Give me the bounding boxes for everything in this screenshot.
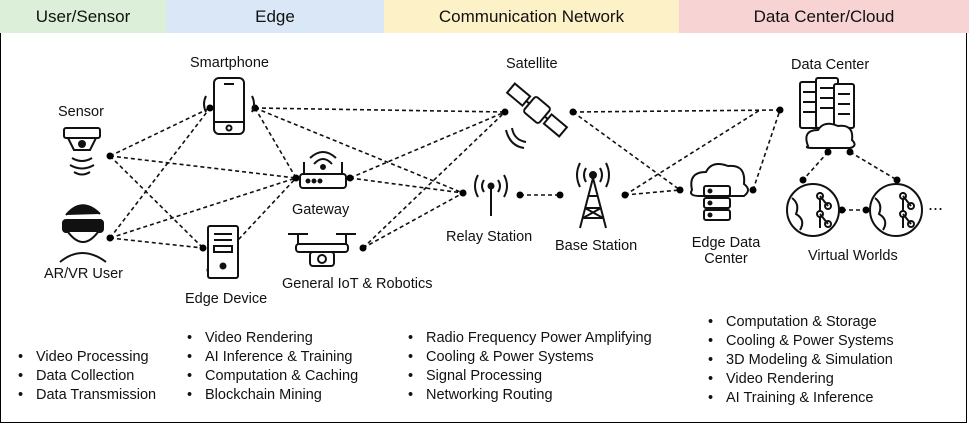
virtual-world-icon-2 xyxy=(869,183,923,237)
task-item: Computation & Caching xyxy=(187,367,358,386)
ellipsis-label: ... xyxy=(928,194,944,214)
relay-station-icon xyxy=(474,174,508,216)
relay-station-label: Relay Station xyxy=(446,229,533,245)
smartphone-label: Smartphone xyxy=(190,55,269,71)
task-item: Signal Processing xyxy=(408,367,652,386)
junction-dots xyxy=(106,104,901,274)
gateway-icon xyxy=(299,151,347,189)
edge-device-icon xyxy=(207,225,239,279)
task-item: Data Transmission xyxy=(18,386,156,405)
satellite-icon xyxy=(505,82,569,149)
task-item: Radio Frequency Power Amplifying xyxy=(408,329,652,348)
task-item: 3D Modeling & Simulation xyxy=(708,351,894,370)
network-task-list: Radio Frequency Power AmplifyingCooling … xyxy=(408,329,652,405)
cloud-task-list: Computation & StorageCooling & Power Sys… xyxy=(708,313,894,408)
task-item: Video Rendering xyxy=(187,329,358,348)
edge-data-center-label-line2: Center xyxy=(704,251,748,267)
header-communication-network: Communication Network xyxy=(384,0,679,33)
sensor-icon xyxy=(63,127,101,176)
task-item: Cooling & Power Systems xyxy=(408,348,652,367)
edge-data-center-label-line1: Edge Data xyxy=(691,235,761,251)
base-station-label: Base Station xyxy=(555,238,638,254)
task-item: AI Training & Inference xyxy=(708,389,894,408)
ar-vr-user-label: AR/VR User xyxy=(44,266,123,282)
task-item: Networking Routing xyxy=(408,386,652,405)
edge-data-center-icon xyxy=(690,163,749,221)
virtual-worlds-label: Virtual Worlds xyxy=(808,248,898,264)
data-center-label: Data Center xyxy=(791,57,870,73)
task-item: Computation & Storage xyxy=(708,313,894,332)
drone-icon xyxy=(288,233,356,267)
task-item: Video Processing xyxy=(18,348,156,367)
task-item: AI Inference & Training xyxy=(187,348,358,367)
gateway-label: Gateway xyxy=(292,202,350,218)
header-data-center-cloud: Data Center/Cloud xyxy=(679,0,969,33)
header-user-sensor: User/Sensor xyxy=(0,0,166,33)
task-item: Cooling & Power Systems xyxy=(708,332,894,351)
task-item: Blockchain Mining xyxy=(187,386,358,405)
edge-data-center-label: Edge Data Center xyxy=(680,235,772,267)
virtual-world-icon xyxy=(786,183,840,237)
ar-vr-user-icon xyxy=(59,204,107,263)
dashed-connections xyxy=(109,107,898,271)
sensor-label: Sensor xyxy=(58,104,104,120)
satellite-label: Satellite xyxy=(506,56,558,72)
task-item: Video Rendering xyxy=(708,370,894,389)
base-station-icon xyxy=(576,162,610,229)
data-center-icon xyxy=(799,77,856,149)
user-sensor-task-list: Video ProcessingData CollectionData Tran… xyxy=(18,348,156,405)
iot-robotics-label: General IoT & Robotics xyxy=(282,276,433,292)
header-edge: Edge xyxy=(166,0,384,33)
edge-device-label: Edge Device xyxy=(185,291,268,307)
smartphone-icon xyxy=(203,77,255,135)
edge-task-list: Video RenderingAI Inference & TrainingCo… xyxy=(187,329,358,405)
task-item: Data Collection xyxy=(18,367,156,386)
